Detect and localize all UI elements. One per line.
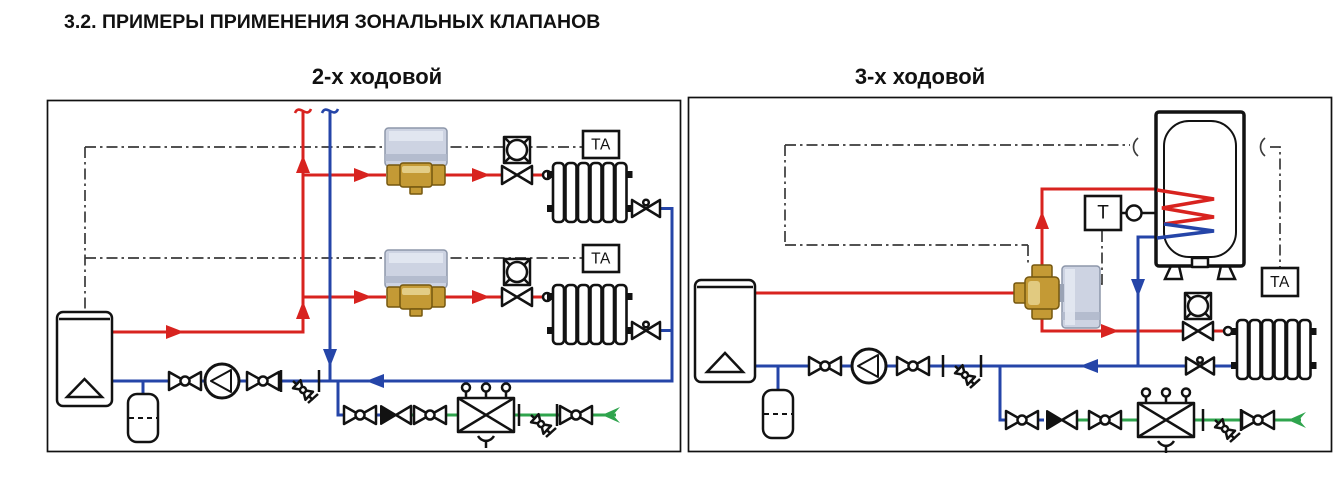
supply-pipe <box>754 187 1236 333</box>
diagram-label-3way: 3-х ходовой <box>854 64 986 89</box>
zone-valve-actuator <box>1056 265 1101 329</box>
two-way-diagram: TA TA <box>46 99 682 453</box>
sensor-label: T <box>1097 203 1109 224</box>
expansion-vessel <box>126 392 160 444</box>
diagram-label-2way: 2-х ходовой <box>311 64 443 89</box>
diagram-frame <box>46 99 682 453</box>
radiator <box>545 283 634 346</box>
tank-sensor-box: T <box>1083 194 1156 232</box>
section-title: 3.2. ПРИМЕРЫ ПРИМЕНЕНИЯ ЗОНАЛЬНЫХ КЛАПАН… <box>64 11 601 33</box>
tank-foot <box>1163 264 1184 281</box>
circulation-pump <box>850 347 888 385</box>
control-wiring <box>84 146 583 313</box>
zone-valve-3way <box>1013 264 1060 320</box>
dhw-tank <box>1154 110 1246 281</box>
tank-drain <box>1190 256 1210 269</box>
radiator <box>1229 318 1318 381</box>
circulation-pump <box>203 362 241 400</box>
three-way-diagram: T TA <box>687 96 1333 455</box>
room-thermostat-box: TA <box>1260 266 1300 298</box>
tank-foot <box>1216 264 1237 281</box>
thermostat-label: TA <box>591 137 611 154</box>
room-thermostat-box: TA <box>581 243 621 274</box>
boiler <box>55 310 114 408</box>
room-thermostat-box: TA <box>581 129 621 160</box>
thermostat-label: TA <box>591 251 611 268</box>
coil-return <box>1156 222 1215 240</box>
coil-supply <box>1156 188 1215 226</box>
expansion-vessel <box>761 388 795 440</box>
pipe-union <box>1222 325 1234 337</box>
flow-arrows <box>1035 211 1306 428</box>
thermostat-label: TA <box>1270 274 1290 291</box>
boiler <box>693 278 757 384</box>
sensor-bulb <box>1125 204 1143 222</box>
flow-arrows <box>166 155 620 423</box>
radiator <box>545 161 634 224</box>
